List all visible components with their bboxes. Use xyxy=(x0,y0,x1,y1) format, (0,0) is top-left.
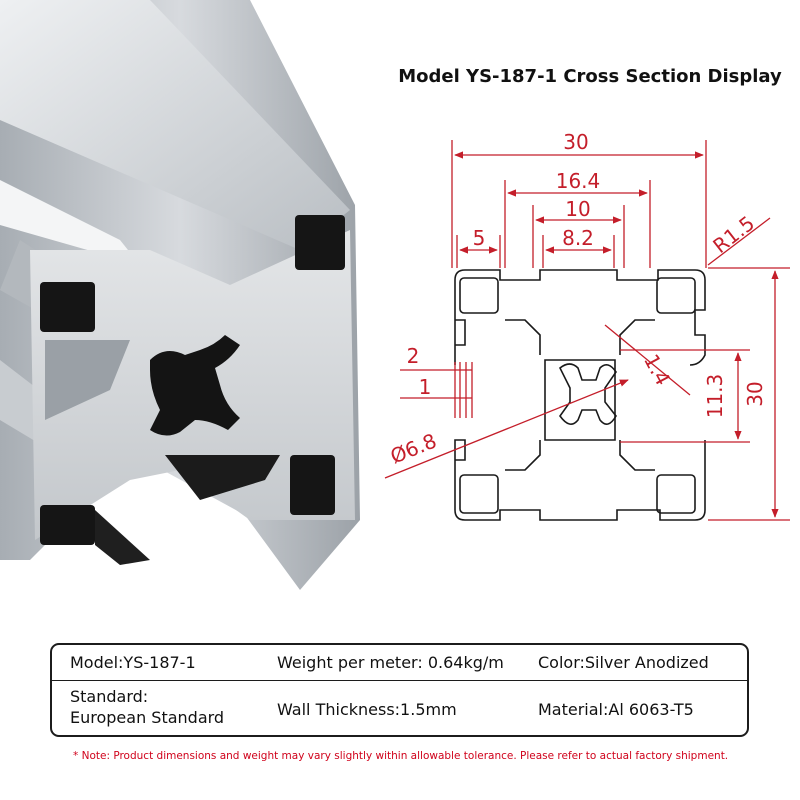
spec-weight: Weight per meter: 0.64kg/m xyxy=(277,653,504,672)
dim-diagonal: 1.4 xyxy=(639,350,675,389)
spec-material: Material:Al 6063-T5 xyxy=(538,700,694,719)
dim-center-hole: Ø6.8 xyxy=(387,428,440,468)
spec-model: Model:YS-187-1 xyxy=(70,653,196,672)
dim-overall-height: 30 xyxy=(743,381,767,406)
dim-overall-width: 30 xyxy=(563,130,588,154)
page-title: Model YS-187-1 Cross Section Display xyxy=(398,66,782,87)
dim-slot-outer: 16.4 xyxy=(556,169,601,193)
dim-wall-2: 2 xyxy=(407,344,420,368)
dim-slot-opening: 10 xyxy=(565,197,590,221)
tolerance-note: * Note: Product dimensions and weight ma… xyxy=(73,750,729,762)
dim-corner-radius: R1.5 xyxy=(708,211,759,258)
dim-wall-1: 1 xyxy=(419,375,432,399)
dim-lip-width: 5 xyxy=(473,226,486,250)
spec-standard-value: European Standard xyxy=(70,708,225,727)
dim-center-height: 11.3 xyxy=(703,374,727,419)
dimension-labels: 30 16.4 10 8.2 5 R1.5 30 11.3 2 1 1.4 Ø6… xyxy=(387,130,767,469)
spec-table: Model:YS-187-1 Weight per meter: 0.64kg/… xyxy=(50,643,749,737)
spec-standard-label: Standard: xyxy=(70,687,149,706)
spec-wall-thickness: Wall Thickness:1.5mm xyxy=(277,700,457,719)
spec-color: Color:Silver Anodized xyxy=(538,653,709,672)
table-divider xyxy=(52,680,747,681)
dim-slot-inner: 8.2 xyxy=(562,226,594,250)
profile-outline xyxy=(454,269,706,521)
dimension-lines xyxy=(384,140,790,521)
